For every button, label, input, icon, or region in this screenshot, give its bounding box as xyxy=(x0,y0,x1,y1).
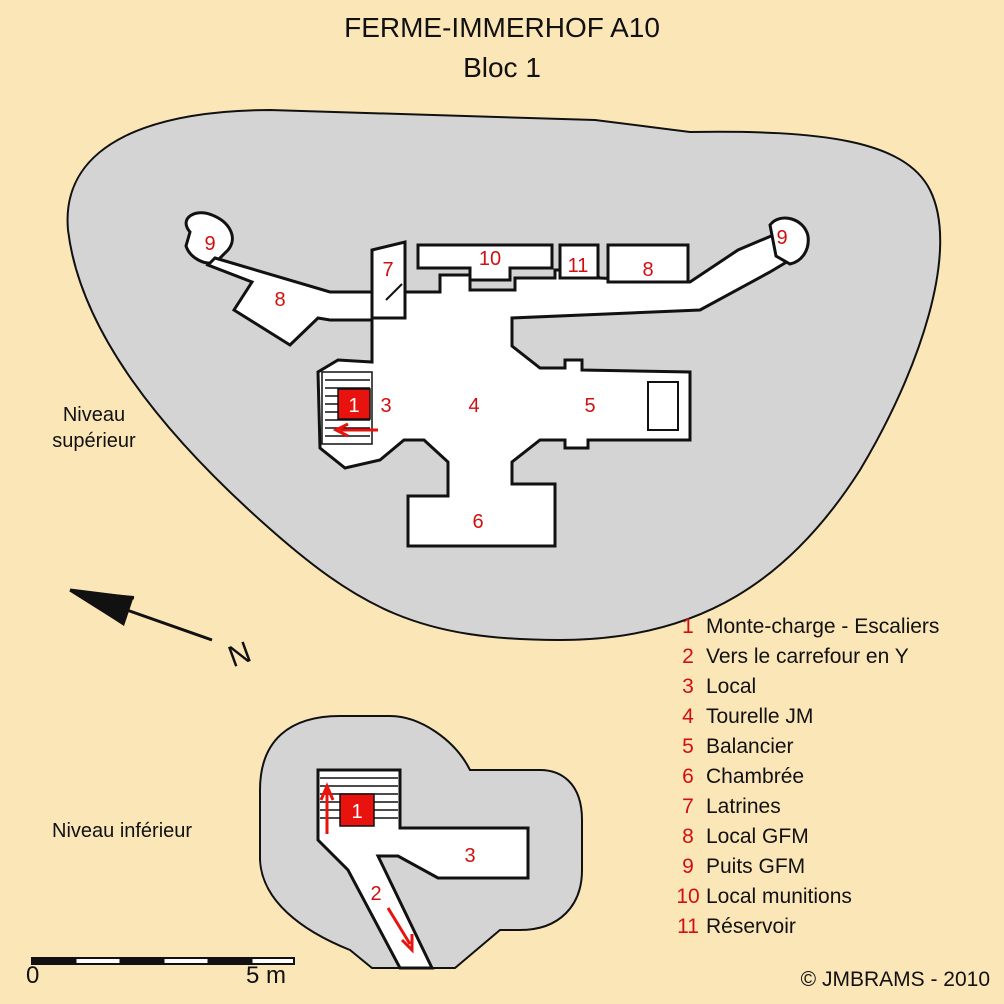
plan-label-4: 4 xyxy=(468,395,479,417)
room-7 xyxy=(370,240,407,322)
legend-number: 4 xyxy=(682,705,694,728)
corridor-arrow xyxy=(386,907,414,954)
plan-label-5: 5 xyxy=(584,395,595,417)
north-label: N xyxy=(224,636,256,674)
plan-label-1-lower: 1 xyxy=(351,801,362,823)
plan-label-6: 6 xyxy=(472,511,483,533)
upper-stairs xyxy=(321,371,373,445)
upper-stair-arrow xyxy=(332,422,378,438)
room-8-right xyxy=(606,243,690,284)
legend-label: Réservoir xyxy=(706,915,796,938)
legend-number: 5 xyxy=(682,735,694,758)
room-9-left xyxy=(184,211,234,265)
lower-lift xyxy=(339,793,375,827)
level-lower-label: Niveau inférieur xyxy=(52,820,193,842)
scale-bar xyxy=(31,957,295,965)
plan-label-8-left: 8 xyxy=(274,289,285,311)
legend-label: Puits GFM xyxy=(706,855,806,878)
legend-number: 1 xyxy=(682,615,694,638)
lower-stairs xyxy=(320,777,398,827)
plan-label-3-upper: 3 xyxy=(380,395,391,417)
level-upper-label: Niveau supérieur xyxy=(52,404,136,452)
plan-label-2: 2 xyxy=(370,883,381,905)
legend-number: 2 xyxy=(682,645,694,668)
balancier-box xyxy=(647,381,679,431)
legend-item: 9 Puits GFM xyxy=(672,852,939,882)
plan-label-10: 10 xyxy=(479,248,501,270)
room-8-left xyxy=(205,256,374,347)
legend-number: 10 xyxy=(676,885,700,908)
legend-item: 11 Réservoir xyxy=(672,912,939,942)
legend-number: 8 xyxy=(682,825,694,848)
latrines-door xyxy=(385,283,403,301)
legend-item: 8 Local GFM xyxy=(672,822,939,852)
plan-subtitle: Bloc 1 xyxy=(463,52,541,83)
scale-end-label: 5 m xyxy=(246,962,287,989)
plan-label-3-lower: 3 xyxy=(464,845,475,867)
legend-label: Local xyxy=(706,675,757,698)
room-9-right xyxy=(768,216,810,266)
legend-label: Balancier xyxy=(706,735,794,758)
legend-label: Chambrée xyxy=(706,765,805,788)
legend-item: 5 Balancier xyxy=(672,732,939,762)
legend-item: 3 Local xyxy=(672,672,939,702)
legend: 1 Monte-charge - Escaliers 2 Vers le carref… xyxy=(672,612,939,942)
legend-number: 7 xyxy=(682,795,694,818)
plan-label-8-right: 8 xyxy=(642,259,653,281)
legend-item: 4 Tourelle JM xyxy=(672,702,939,732)
north-arrow-head-icon xyxy=(70,590,134,626)
legend-item: 2 Vers le carrefour en Y xyxy=(672,642,939,672)
copyright: © JMBRAMS - 2010 xyxy=(800,968,990,991)
plan-label-7: 7 xyxy=(382,259,393,281)
room-10 xyxy=(416,243,554,282)
plan-label-11: 11 xyxy=(568,255,589,277)
upper-rooms xyxy=(184,211,810,548)
central-corridor xyxy=(316,226,802,548)
legend-label: Local GFM xyxy=(706,825,809,848)
room-11 xyxy=(558,243,600,280)
legend-number: 11 xyxy=(677,915,699,938)
legend-item: 10 Local munitions xyxy=(672,882,939,912)
legend-label: Monte-charge - Escaliers xyxy=(706,615,940,638)
legend-number: 6 xyxy=(682,765,694,788)
lower-stair-arrow xyxy=(319,782,335,834)
upper-lift xyxy=(337,388,371,420)
legend-label: Vers le carrefour en Y xyxy=(706,645,909,668)
plan-label-9-right: 9 xyxy=(776,227,787,249)
legend-label: Latrines xyxy=(706,795,781,818)
legend-number: 9 xyxy=(682,855,694,878)
legend-label: Local munitions xyxy=(706,885,852,908)
legend-item: 7 Latrines xyxy=(672,792,939,822)
legend-label: Tourelle JM xyxy=(706,705,814,728)
plan-title: FERME-IMMERHOF A10 xyxy=(344,12,660,43)
legend-number: 3 xyxy=(682,675,694,698)
plan-label-9-left: 9 xyxy=(204,233,215,255)
legend-item: 1 Monte-charge - Escaliers xyxy=(672,612,939,642)
legend-item: 6 Chambrée xyxy=(672,762,939,792)
scale-start-label: 0 xyxy=(26,962,40,989)
plan-label-1-upper: 1 xyxy=(348,395,359,417)
